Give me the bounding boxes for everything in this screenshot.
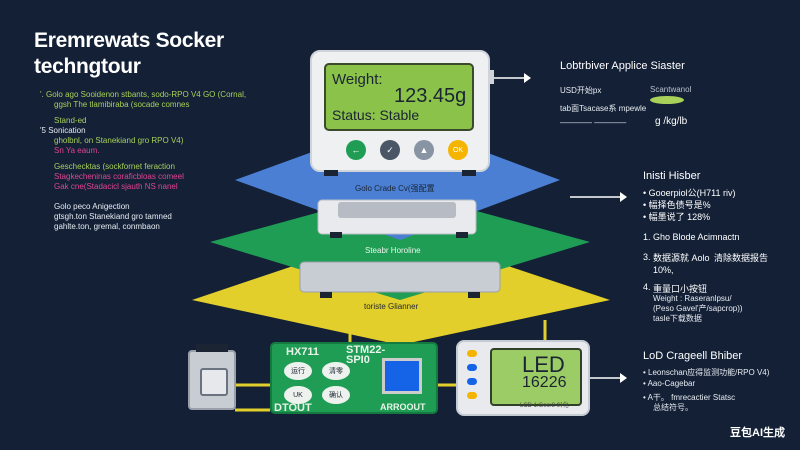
right-mid-title: Inisti Hisber (643, 170, 701, 182)
scale-up-button[interactable]: ▲ (414, 140, 434, 160)
status-text: Status: Stable (332, 107, 420, 123)
scale-ok-button[interactable]: OK (448, 140, 468, 160)
lcd-dot (467, 364, 477, 371)
list-sub-line: Weight : Raseranlpsu/ (653, 294, 732, 303)
note-line: ggsh The tlamibiraba (socade comnes (54, 100, 190, 109)
chip-icon (382, 358, 422, 394)
lcd-line-2: 16226 (522, 374, 567, 391)
note-line: gahlte.ton, gremal, conmbaon (54, 222, 160, 231)
list-sub-line: tasle下载数据 (653, 314, 702, 323)
note-line: '. Golo ago Sooidenon stbants, sodo-RPO … (40, 90, 247, 99)
watermark: 豆包AI生成 (730, 427, 785, 439)
lcd-subtext: LCD 1:Geo:8 纠化 (520, 403, 569, 409)
list-item-text: 重量口小按钮 (653, 284, 708, 294)
scale-check-button[interactable]: ✓ (380, 140, 400, 160)
note-line: gholbnl, on Stanekiand gro RPO V4) (54, 136, 184, 145)
pcb-button-confirm[interactable]: 确认 (322, 386, 350, 404)
load-cell (188, 350, 236, 410)
list-item-number: 1. (643, 232, 651, 242)
right-bottom-line: 总结符号。 (653, 403, 693, 412)
note-line: Stagkecheninas coraficbloas comeel (54, 172, 184, 181)
pcb-button-zero[interactable]: 清零 (322, 362, 350, 380)
left-notes: '. Golo ago Sooidenon stbants, sodo-RPO … (40, 90, 246, 232)
scale-side-port (488, 70, 494, 84)
note-line: Golo peco Anigection (54, 202, 130, 211)
right-top-line: USD开始px (560, 86, 602, 95)
layer-bottom-label: toriste Glianner (364, 302, 419, 311)
pcb-st-label: STM22- (346, 344, 386, 356)
pcb-spi-label: SPI0 (346, 354, 370, 366)
right-top-units: g /kg/lb (655, 116, 688, 127)
right-top-line: Scantwanol (650, 85, 692, 94)
lcd-dot (467, 378, 477, 385)
right-mid-line: • 幅择色债号是% (643, 200, 711, 210)
pcb-button-uk[interactable]: UK (284, 386, 312, 404)
layer-top-label: Golo Crade Cv(强配置 (355, 184, 435, 193)
note-line: Sn Ya eaum. (54, 146, 100, 155)
right-bottom-title: LoD Crageell Bhiber (643, 350, 743, 362)
lcd-dot (467, 392, 477, 399)
arrow-icon (620, 373, 627, 383)
right-top-line: ———— ———— (560, 118, 627, 127)
note-line: Stand-ed (54, 116, 87, 125)
arrow-icon (620, 192, 627, 202)
list-item-text: 数据源就 Aolo 清除数据报告 10%, (653, 253, 769, 275)
scale-display: Weight: 123.45g Status: Stable (324, 63, 474, 131)
layer-middle (210, 190, 590, 300)
right-top-line: tab面Tsacase系 mpewle (560, 104, 647, 113)
note-line: '5 Sonication (40, 126, 86, 135)
pcb-dtout-label: DTOUT (274, 402, 312, 414)
list-item-number: 4. (643, 282, 651, 292)
arrow-icon (524, 73, 531, 83)
note-line: gtsgh.ton Stanekiand gro tamned (54, 212, 172, 221)
weight-label: Weight: (332, 71, 383, 88)
list-item-number: 3. (643, 252, 651, 262)
pcb-arrout-label: ARROOUT (380, 402, 426, 412)
platform-lower (299, 261, 501, 293)
right-bottom-line: • A干。 fmrecactier Statsc (643, 393, 736, 402)
pcb-button-run[interactable]: 运行 (284, 362, 312, 380)
scale-foot (462, 170, 476, 176)
scale-foot (324, 170, 338, 176)
scale-confirm-button[interactable]: ← (346, 140, 366, 160)
note-line: Gak cne(Stadacicl sjauth NS nanel (54, 182, 178, 191)
title-line-2: techngtour (34, 55, 141, 78)
propeller-icon (650, 96, 684, 104)
lcd-display: LED 16226 (490, 348, 582, 406)
title-line-1: Eremrewats Socker (34, 29, 224, 52)
note-line: Geschecktas (sockfornet feraction (54, 162, 175, 171)
pcb-board: HX711 STM22- SPI0 运行 清零 UK 确认 DTOUT ARRO… (270, 342, 438, 414)
page-title: Eremrewats Socker techngtour (34, 28, 224, 80)
right-bottom-line: • Aao-Cagebar (643, 379, 696, 388)
load-cell-cap (196, 344, 228, 352)
list-sub-line: (Peso Gavel'产/sapcrop)) (653, 304, 743, 313)
right-mid-line: • Gooerpiol公(H711 riv) (643, 188, 736, 198)
pcb-hx-label: HX711 (286, 346, 320, 358)
lcd-line-1: LED (522, 352, 565, 377)
weight-value: 123.45g (394, 85, 467, 107)
right-bottom-line: • Leonschan应得监测功能/RPO V4) (643, 368, 770, 377)
list-item-text: Gho Blode Acimnactn (653, 232, 740, 242)
right-top-title: Lobtrbiver Applice Siaster (560, 60, 685, 72)
right-mid-line: • 幅墨说了 128% (643, 212, 711, 222)
layer-middle-label: Steabr Horoline (365, 246, 421, 255)
lcd-dot (467, 350, 477, 357)
